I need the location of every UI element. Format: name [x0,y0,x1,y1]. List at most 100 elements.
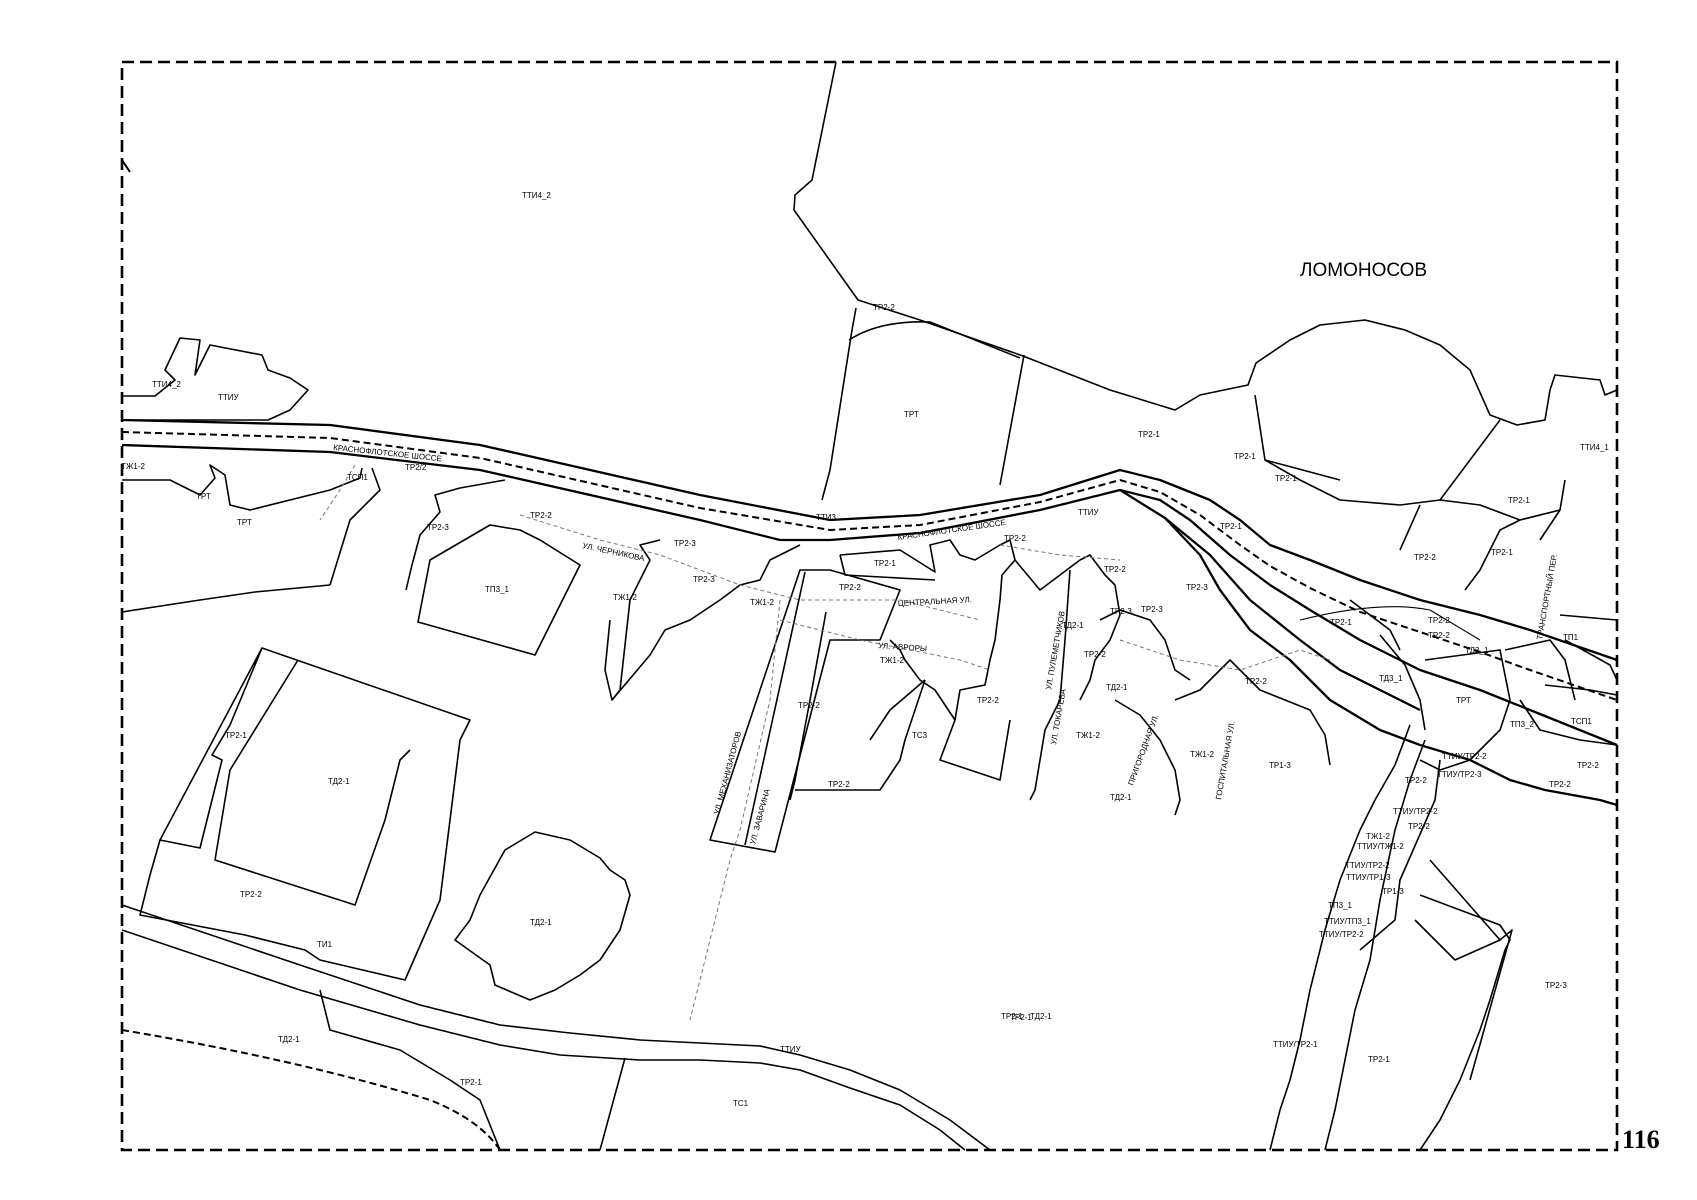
zone-label: ТР2-1 [1491,548,1513,557]
zone-label: ТР2-1 [1138,430,1160,439]
zone-label: ТР2-1 [1234,452,1256,461]
zone-label: ТР2-3 [693,575,715,584]
zone-labels: ТТИ4_2 ТР2-2 ТТИ4_2 ТТИУ ТРТ ТР2-1 ТР2-1… [121,191,1609,1108]
zone-label: ТТИУ/ТР2-2 [1393,807,1438,816]
zone-label: ТД3_1 [1465,646,1489,655]
zone-label: ТТИУ [218,393,240,402]
zone-label: ТРТ [237,518,252,527]
zone-label: ТР2-2 [839,583,861,592]
zone-label: ТТИ4_2 [522,191,551,200]
parcel-tti4-2-boundary [793,61,1618,426]
zone-label: ТП3_1 [1328,901,1353,910]
zone-label: ТР2-1 [460,1078,482,1087]
frame-tick [121,159,131,173]
zone-label: ТР2-2 [1405,776,1427,785]
map-frame [120,60,1619,1152]
zone-label: ТЖ1-2 [1076,731,1100,740]
zone-label: ТРТ [904,410,919,419]
zone-label: ТД2-1 [530,918,552,927]
dotted-paths [319,464,1331,1021]
street-label: ГОСПИТАЛЬНАЯ УЛ. [1214,721,1237,801]
zone-label: ТД2-1 [1110,793,1132,802]
zone-label: ТЖ1-2 [613,593,637,602]
city-label: ЛОМОНОСОВ [1300,260,1427,281]
zone-label: ТД2-1 [1106,683,1128,692]
zone-label: ТД2-1 [328,777,350,786]
zone-label: ТР2-2 [530,511,552,520]
zone-label: ТТИУ [780,1045,802,1054]
zone-label: ТР2-1 [1368,1055,1390,1064]
zone-label: ТР2-2 [1428,631,1450,640]
zone-label: ТТИУ/ТР2-2 [1319,930,1364,939]
zone-label: ТР2-2 [1414,553,1436,562]
page-number: 116 [1622,1125,1660,1154]
zone-label: ТР2-3 [674,539,696,548]
street-label: КРАСНОФЛОТСКОЕ ШОССЕ [897,518,1006,542]
zone-label: ТЖ1-2 [750,598,774,607]
krasnoflotskoe-shosse-north-edge [121,418,1618,662]
zone-label: ТРТ [196,492,211,501]
krasnoflotskoe-shosse-south-edge [121,443,1618,747]
zone-label: ТСП1 [1571,717,1592,726]
zone-label: ТР2-2 [873,303,895,312]
zone-label: ТТИУ/ТЖ1-2 [1357,842,1404,851]
zone-label: ТР2-3 [1141,605,1163,614]
street-label: УЛ. ЧЕРНИКОВА [582,541,646,563]
zone-label: ТР2-1 [1010,1013,1032,1022]
zone-label: ТР2-1 [1275,474,1297,483]
zone-label: ТР2-1 [1330,618,1352,627]
zone-label: ТР2-1 [1508,496,1530,505]
zone-label: ТР2-1 [874,559,896,568]
zone-label: ТТИУ/ТР2-2 [1345,861,1390,870]
zone-label: ТД2-1 [1030,1012,1052,1021]
street-label: УЛ. МЕХАНИЗАТОРОВ [712,730,743,815]
zone-label: ТТИУ/ТР2-1 [1273,1040,1318,1049]
zone-label: ТР2-2 [1245,677,1267,686]
zone-label: ТД2-1 [278,1035,300,1044]
zone-label: ТР2-2 [1004,534,1026,543]
zone-label: ТТИ3 [816,513,837,522]
street-label: ЦЕНТРАЛЬНАЯ УЛ. [898,595,973,608]
zone-label: ТТИУ [1078,508,1100,517]
zone-label: ТСП1 [347,473,368,482]
zone-label: ТР2-2 [828,780,850,789]
zone-label: ТРТ [1456,696,1471,705]
zone-label: ТТИУ/ТР1-3 [1346,873,1391,882]
zone-label: ТР2-2 [240,890,262,899]
zone-label: ТР2-3 [1545,981,1567,990]
zone-label: ТР2-2 [1577,761,1599,770]
zone-label: ТР2-2 [977,696,999,705]
zone-label: ТЖ1-2 [1190,750,1214,759]
zone-label: ТС1 [733,1099,749,1108]
zone-label: ТР1-3 [1382,887,1404,896]
zone-label: ТР2-3 [1186,583,1208,592]
zone-label: ТР2-3 [427,523,449,532]
zone-label: ТР1-3 [1269,761,1291,770]
zone-label: ТД2-1 [1062,621,1084,630]
zone-label: ТР2-2 [798,701,820,710]
zone-label: ТТИУ/ТП3_1 [1324,917,1371,926]
zone-label: ТТИУ/ТР2-2 [1442,752,1487,761]
street-label: ПРИГОРОДНАЯ УЛ. [1126,713,1160,787]
zone-label: ТП3_2 [1510,720,1535,729]
zone-label: ТС3 [912,731,928,740]
zone-label: ТР2-1 [225,731,247,740]
zone-label: ТР2-2 [1549,780,1571,789]
zone-label: ТП3_1 [485,585,510,594]
zone-label: ТР2-2 [1428,616,1450,625]
zone-label: ТР2-3 [1110,607,1132,616]
zone-label: ТИ1 [317,940,333,949]
zone-label: ТР2-1 [1001,1012,1023,1021]
zone-label: ТД3_1 [1379,674,1403,683]
parcel-boundaries [121,61,1618,1151]
zone-label: ТР2-2 [1408,822,1430,831]
zone-label: ТЖ1-2 [880,656,904,665]
zone-label: ТР2-2 [1104,565,1126,574]
zone-label: ТТИ4_2 [152,380,181,389]
zone-label: ТР2/2 [405,463,427,472]
zone-label: ТТИУ/ТР2-3 [1437,770,1482,779]
zone-label: ТЖ1-2 [1366,832,1390,841]
zone-label: ТЖ1-2 [121,462,145,471]
street-label: ТРАНСПОРТНЫЙ ПЕР. [1535,554,1559,641]
